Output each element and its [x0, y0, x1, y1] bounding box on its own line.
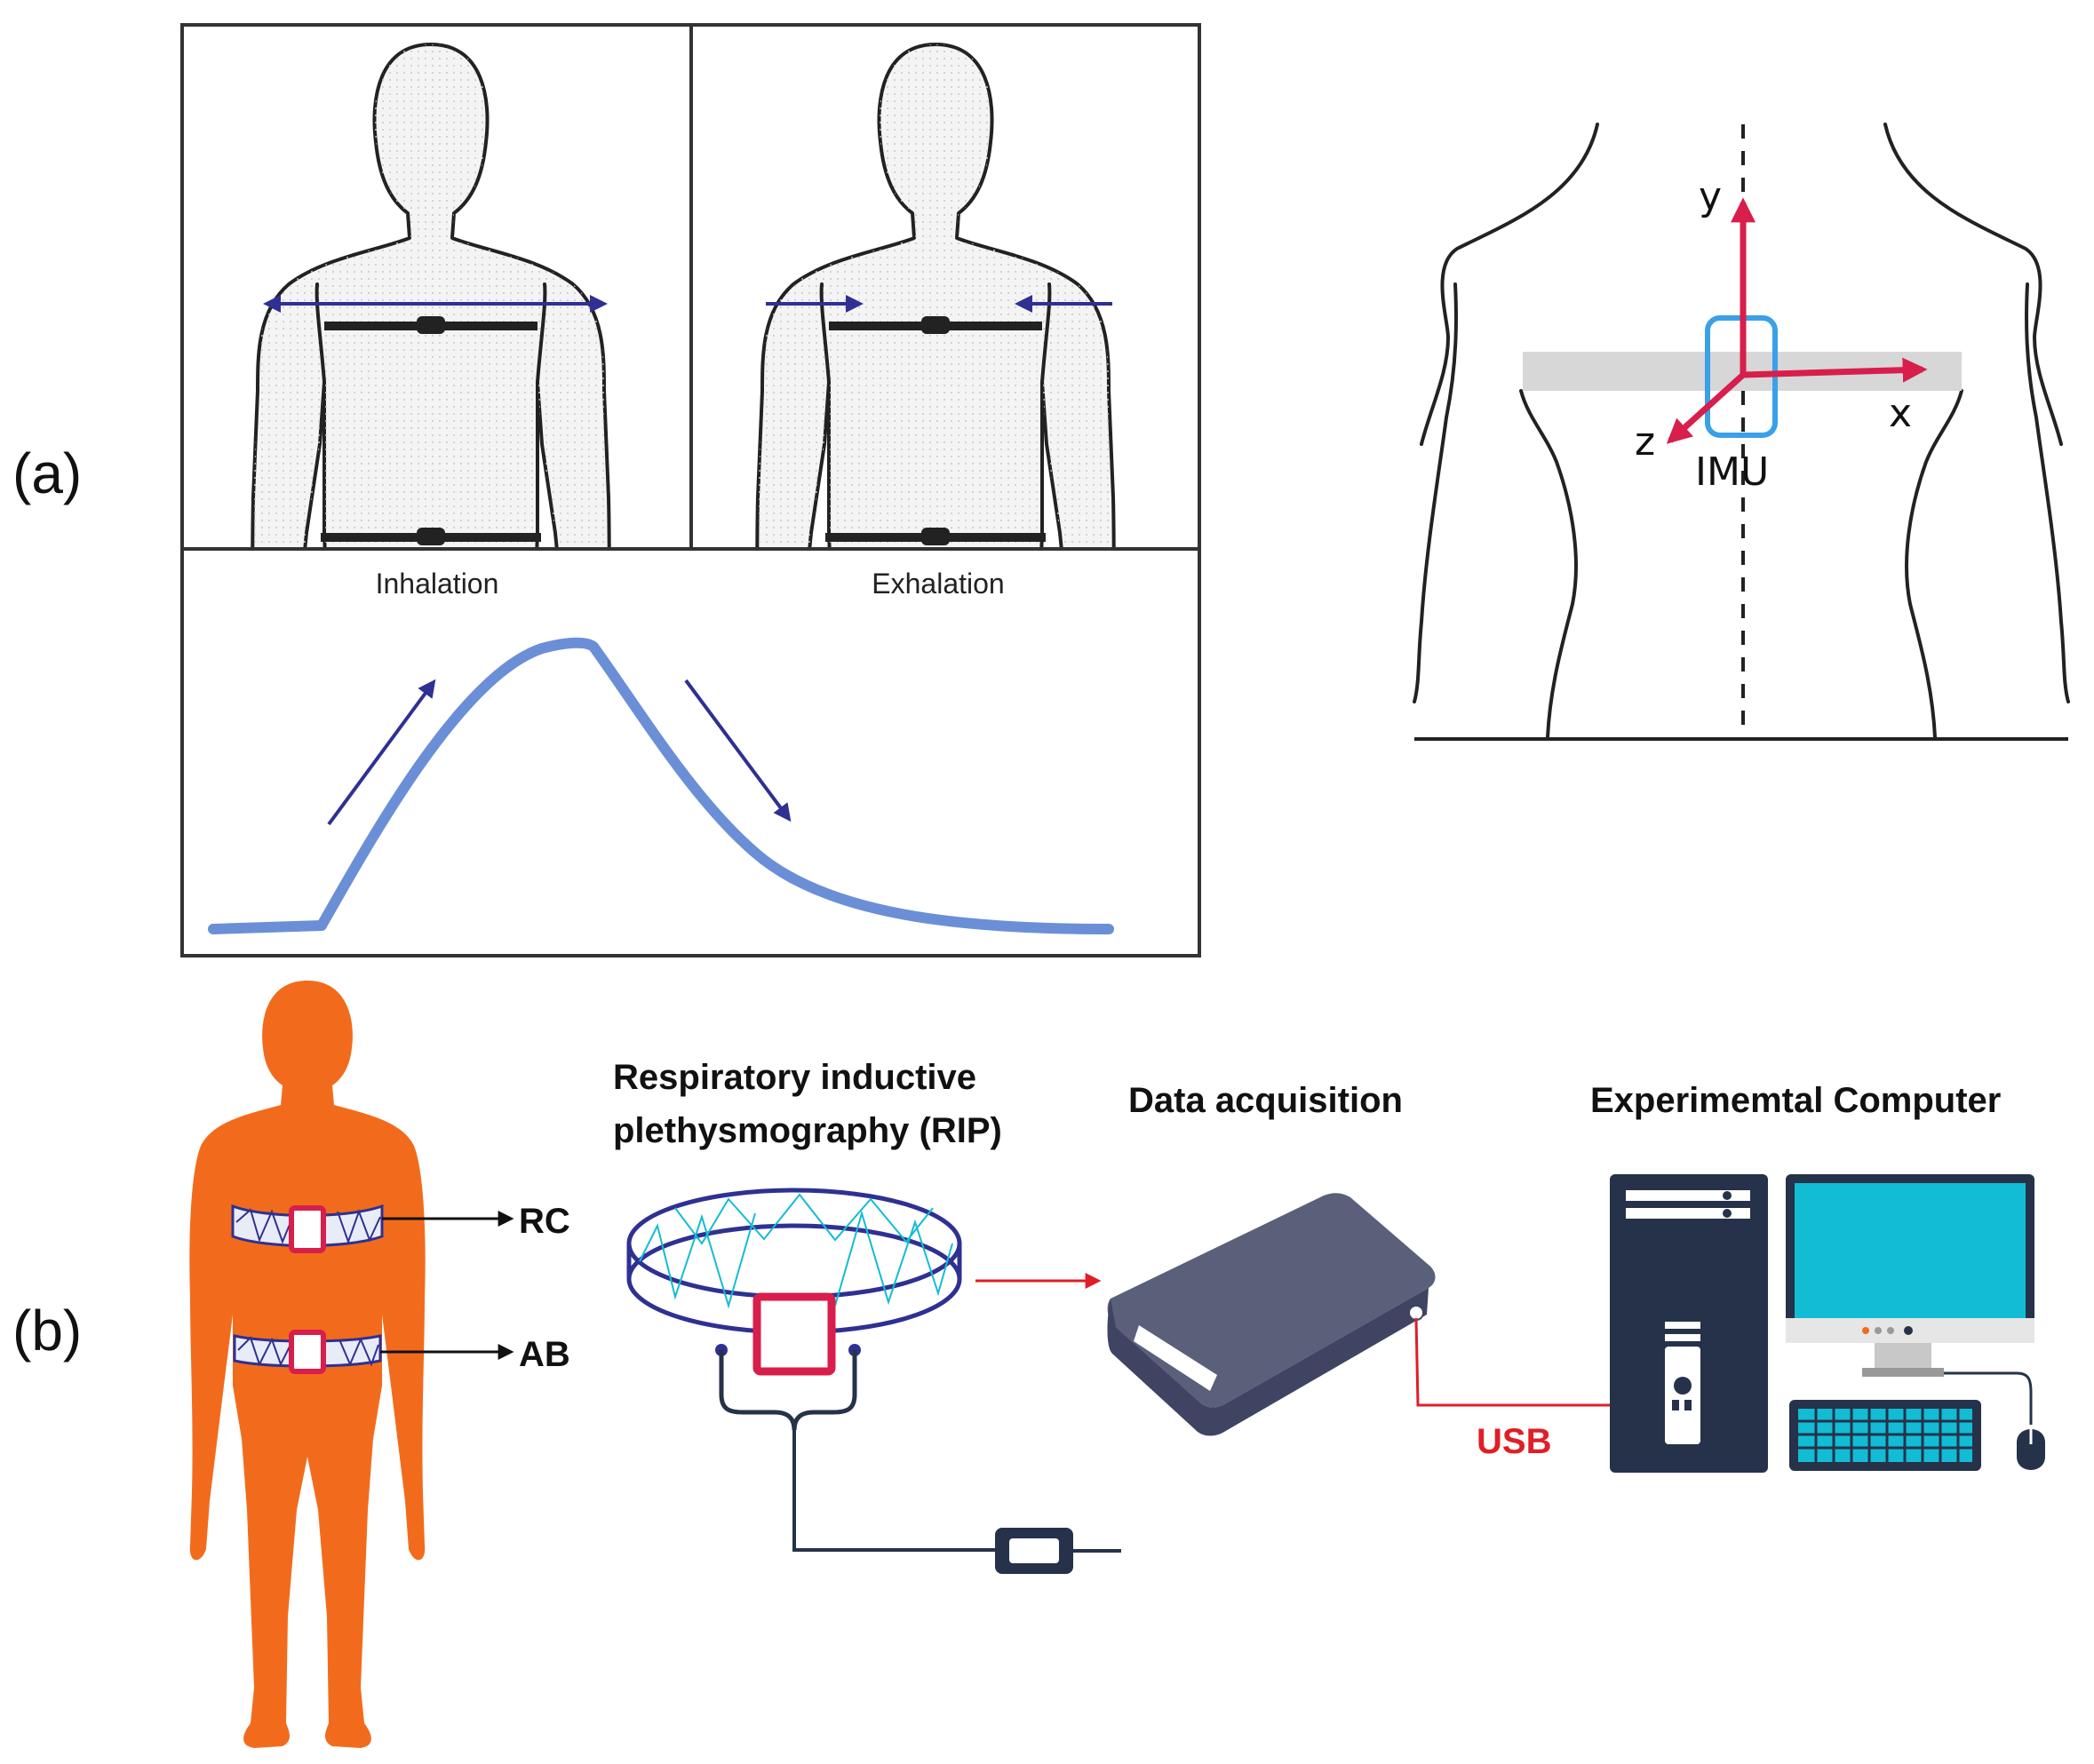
imu-label: IMU [1695, 449, 1769, 495]
z-axis-label: z [1635, 419, 1655, 465]
rip-sensor [752, 1292, 836, 1376]
ab-label: AB [519, 1335, 570, 1374]
computer-icon [1610, 1174, 2045, 1473]
exhalation-figure [710, 43, 1161, 547]
usb-cable-arrow [1414, 1317, 1670, 1413]
rip-title-line1: Respiratory inductive [613, 1058, 976, 1097]
exhalation-label: Exhalation [872, 568, 1004, 600]
rc-label: RC [519, 1202, 570, 1241]
left-arm-outline [1413, 282, 1458, 703]
ab-band-coil [237, 1336, 379, 1367]
right-shoulder-outline [1883, 123, 2063, 446]
y-axis-label: y [1699, 174, 1722, 219]
rc-sensor [289, 1205, 326, 1253]
subject-figure [189, 981, 426, 1748]
panel-a-label: (a) [12, 441, 82, 505]
panel-b-label: (b) [12, 1299, 82, 1363]
rip-belt-icon [626, 1188, 1121, 1574]
inhalation-figure [205, 43, 657, 547]
right-arm-outline [2025, 282, 2070, 703]
daq-device-icon [1107, 1193, 1436, 1436]
fall-arrow-icon [684, 679, 792, 822]
x-axis-label: x [1889, 391, 1912, 436]
rip-title-line2: plethysmography (RIP) [613, 1111, 1002, 1150]
z-axis-arrow-icon [1666, 372, 1746, 444]
rise-arrow-icon [327, 679, 436, 826]
computer-title: Experimemtal Computer [1590, 1081, 2001, 1120]
left-side-outline [1519, 389, 1578, 739]
monitor-screen [1795, 1183, 2026, 1318]
inhalation-label: Inhalation [376, 568, 499, 600]
ab-sensor [289, 1330, 326, 1374]
respiration-signal-curve [208, 637, 1114, 934]
mouse [2017, 1429, 2045, 1470]
right-side-outline [1905, 389, 1963, 739]
x-axis-arrow-icon [1742, 357, 1928, 383]
breathing-diagram: Inhalation Exhalation [180, 23, 1201, 957]
left-shoulder-outline [1420, 123, 1599, 446]
usb-label: USB [1477, 1422, 1551, 1461]
daq-title: Data acquisition [1128, 1081, 1403, 1120]
imu-chest-diagram: y x z IMU [1413, 123, 2070, 741]
